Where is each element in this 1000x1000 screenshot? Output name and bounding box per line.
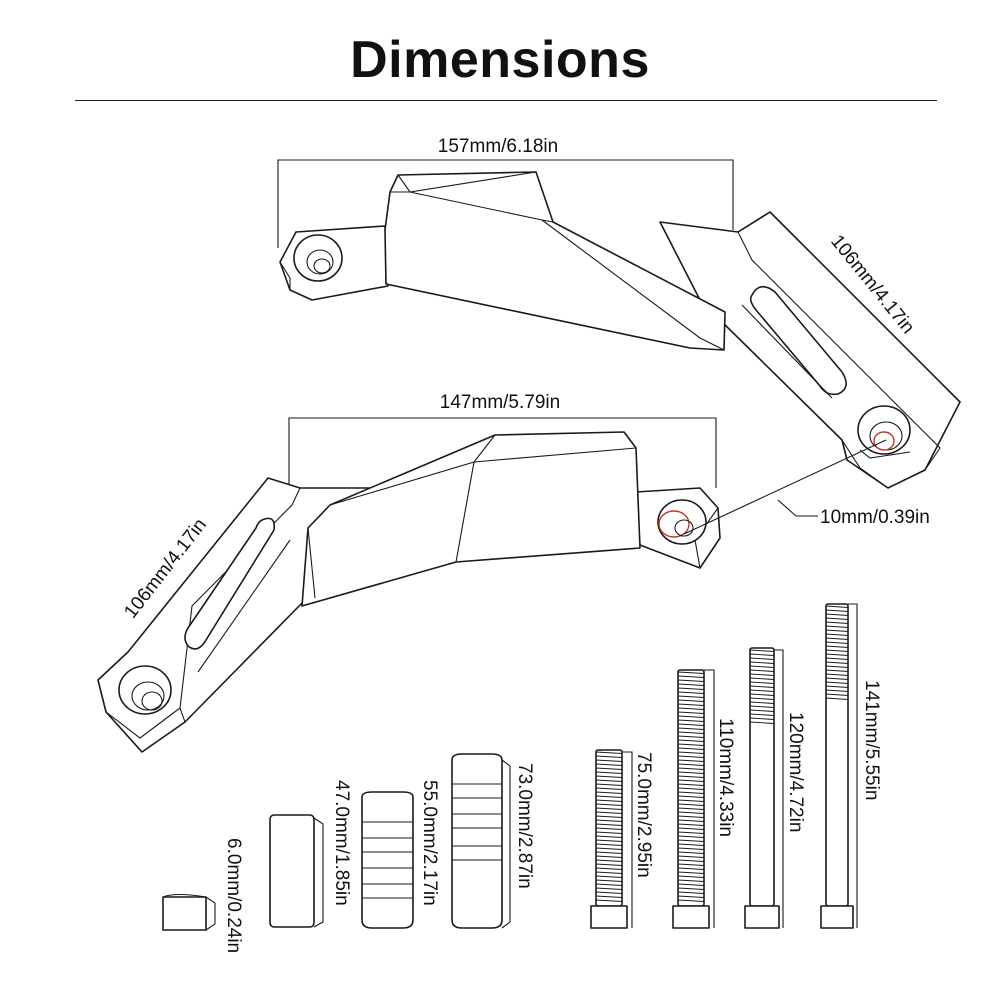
bolt-141-label: 141mm/5.55in [861, 680, 882, 800]
bolt-120-label: 120mm/4.72in [785, 712, 806, 832]
bottom-arm-slot [184, 517, 276, 650]
bolt-141mm: 141mm/5.55in [820, 603, 882, 929]
bolt-75-head [590, 905, 628, 929]
bolt-75-label: 75.0mm/2.95in [633, 752, 654, 878]
bolt-110-label: 110mm/4.33in [715, 718, 736, 837]
page-title: Dimensions [350, 31, 650, 89]
bottom-bracket: 147mm/5.79in 106mm/4.17in [97, 392, 721, 753]
bottom-width-label: 147mm/5.79in [440, 392, 560, 413]
bottom-block [301, 431, 641, 607]
spacer-47mm: 47.0mm/1.85in [269, 780, 352, 928]
bolt-110-head [672, 905, 710, 929]
top-block [384, 171, 726, 351]
spacer-55-label: 55.0mm/2.17in [419, 780, 440, 906]
title-divider [75, 100, 937, 101]
bottom-width-dimension-line [288, 417, 717, 500]
spacer-6-label: 6.0mm/0.24in [223, 838, 244, 953]
spacer-47-label: 47.0mm/1.85in [331, 780, 352, 906]
top-width-label: 157mm/6.18in [438, 136, 558, 157]
bottom-right-hole [657, 499, 707, 545]
bolt-120mm: 120mm/4.72in [744, 647, 806, 929]
hole-diameter-callout: 10mm/0.39in [683, 439, 930, 535]
bolt-120-head [744, 905, 780, 929]
top-width-dimension-line [277, 159, 734, 248]
spacer-6mm: 6.0mm/0.24in [162, 838, 244, 953]
bolt-110mm: 110mm/4.33in [672, 669, 736, 929]
top-arm-hole [857, 405, 911, 455]
spacer-73mm: 73.0mm/2.87in [451, 753, 535, 929]
bolt-141-head [820, 905, 854, 929]
hole-diameter-label: 10mm/0.39in [820, 507, 930, 528]
bolt-75mm: 75.0mm/2.95in [590, 749, 654, 929]
spacer-55mm: 55.0mm/2.17in [361, 780, 440, 929]
top-arm-slot [749, 285, 847, 396]
top-bracket: 157mm/6.18in 106mm/4.17in [277, 136, 961, 489]
spacer-73-label: 73.0mm/2.87in [514, 763, 535, 889]
bottom-arm-hole [118, 665, 172, 715]
